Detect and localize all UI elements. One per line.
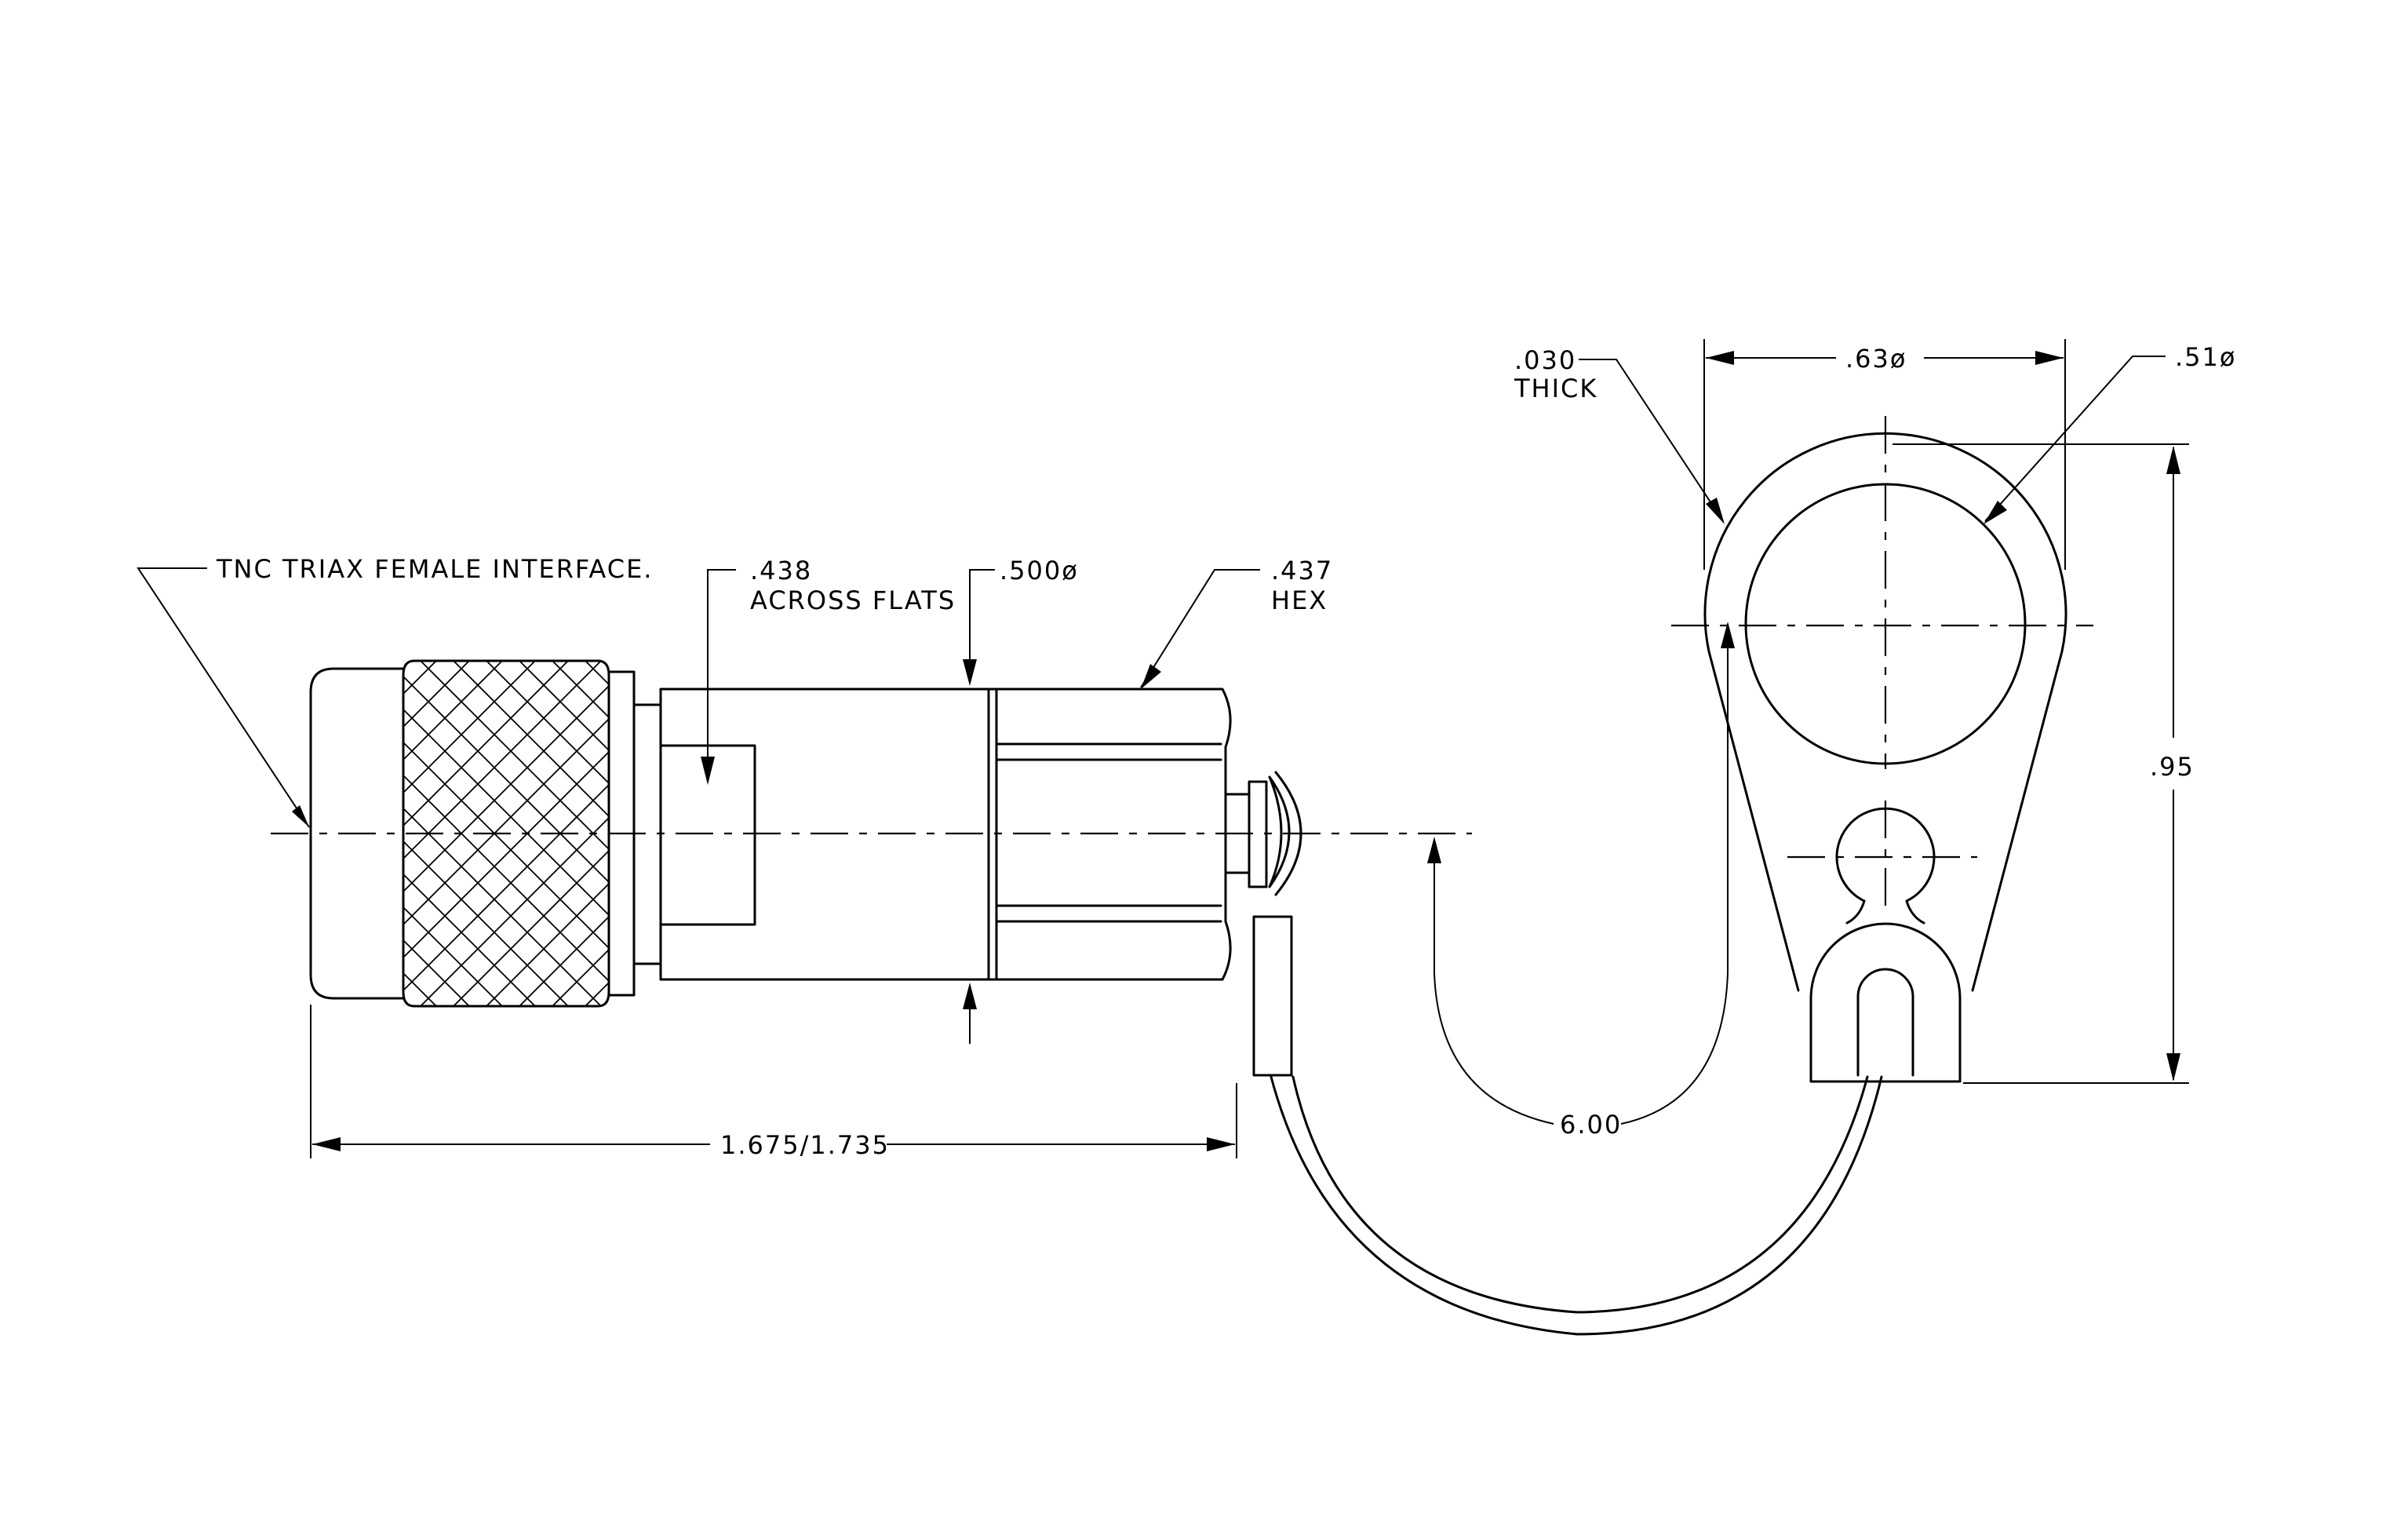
ring-height-value: .95 (2150, 752, 2195, 782)
body-dia-value: .500ø (1000, 556, 1079, 585)
connector-body (309, 659, 1302, 1077)
body-dia-callout: .500ø (963, 556, 1079, 1044)
hex-value: .437 (1271, 556, 1333, 585)
hex-body (995, 688, 1232, 981)
ring-inner-dia-value: .51ø (2175, 342, 2236, 372)
length-dimension: 1.675/1.735 (310, 1005, 1237, 1160)
chain-tab (1252, 915, 1293, 1077)
ring-height-dimension: .95 (1893, 443, 2195, 1084)
domed-pin (1268, 775, 1291, 888)
thick-value: .030 (1514, 345, 1576, 375)
hex-label: HEX (1271, 585, 1328, 615)
length-value: 1.675/1.735 (720, 1130, 890, 1160)
flats-value: .438 (750, 556, 812, 585)
flats-callout: .438 ACROSS FLATS (701, 556, 956, 785)
chain-length-value: 6.00 (1560, 1110, 1622, 1140)
keyhole (1835, 807, 1936, 925)
ring-outer-dia-dimension: .63ø (1703, 339, 2066, 570)
nose-cap (309, 667, 405, 1000)
interface-label: TNC TRIAX FEMALE INTERFACE. (216, 554, 653, 584)
retainer-cord (1270, 1075, 1883, 1336)
thick-callout: .030 THICK (1514, 345, 1725, 524)
thick-label: THICK (1514, 374, 1597, 403)
ring-inner-dia-callout: .51ø (1984, 342, 2236, 524)
chain-length-dimension: 6.00 (1427, 622, 1735, 1140)
ring-outer-dia-value: .63ø (1845, 344, 1907, 374)
flats-label: ACROSS FLATS (750, 585, 956, 615)
hex-callout: .437 HEX (1140, 556, 1333, 689)
interface-callout: TNC TRIAX FEMALE INTERFACE. (137, 554, 653, 828)
